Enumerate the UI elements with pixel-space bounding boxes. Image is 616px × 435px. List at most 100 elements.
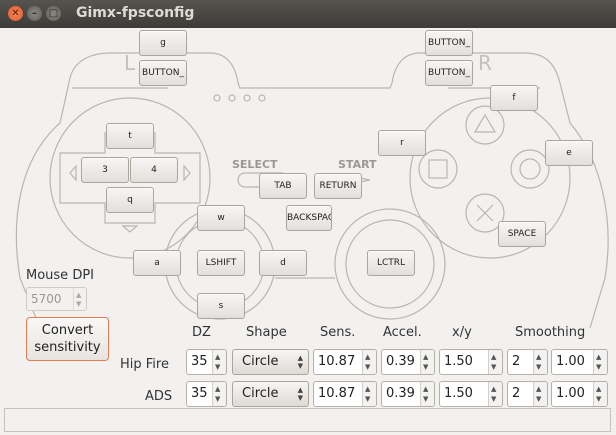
ads-accel-value: 0.39 [386,386,415,401]
hip-dz-arrows[interactable]: ▲▼ [212,350,226,374]
combo-arrows-icon: ▲▼ [297,354,303,370]
spin-down-icon[interactable]: ▼ [491,363,497,371]
spin-down-icon[interactable]: ▼ [596,363,602,371]
circle-button[interactable]: e [545,140,593,166]
ads-buffer-spinner[interactable]: 2 ▲▼ [507,381,548,407]
hip-xy-arrows[interactable]: ▲▼ [488,350,502,374]
ads-filter-value: 1.00 [556,386,585,401]
hip-filter-spinner[interactable]: 1.00 ▲▼ [551,349,608,375]
hip-sens-spinner[interactable]: 10.87 ▲▼ [313,349,377,375]
spin-up-icon[interactable]: ▲ [596,385,602,393]
left-stick-down-button[interactable]: s [197,293,245,319]
hip-buffer-arrows[interactable]: ▲▼ [533,350,547,374]
spin-down-icon[interactable]: ▼ [365,363,371,371]
hip-sens-value: 10.87 [318,354,356,369]
ads-accel-spinner[interactable]: 0.39 ▲▼ [381,381,435,407]
header-shape: Shape [246,325,287,340]
r-letter: R [478,51,492,75]
dpad-right-button[interactable]: 4 [130,157,178,183]
left-stick-left-button[interactable]: a [133,250,181,276]
hip-sens-arrows[interactable]: ▲▼ [362,350,376,374]
spin-up-icon[interactable]: ▲ [365,385,371,393]
hip-xy-spinner[interactable]: 1.50 ▲▼ [439,349,503,375]
cross-button[interactable]: SPACE [498,221,546,247]
l1-button[interactable]: BUTTON_ [139,60,187,86]
mouse-dpi-arrows[interactable]: ▲ ▼ [73,288,86,310]
left-stick-center-button[interactable]: LSHIFT [197,250,245,276]
start-button[interactable]: RETURN [314,173,362,199]
ads-accel-arrows[interactable]: ▲▼ [420,382,434,406]
r1-button[interactable]: BUTTON_ [425,60,473,86]
square-button[interactable]: r [378,130,426,156]
spin-up-icon[interactable]: ▲ [491,385,497,393]
ads-shape-combo[interactable]: Circle ▲▼ [232,381,309,407]
ads-dz-value: 35 [191,386,208,401]
mouse-dpi-spinner[interactable]: 5700 ▲ ▼ [26,287,87,311]
l2-button[interactable]: g [139,30,187,56]
spin-up-icon[interactable]: ▲ [365,353,371,361]
header-accel: Accel. [383,325,422,340]
ads-filter-arrows[interactable]: ▲▼ [593,382,607,406]
hip-dz-spinner[interactable]: 35 ▲▼ [186,349,227,375]
triangle-button[interactable]: f [490,85,538,111]
convert-line-2: sensitivity [34,340,101,355]
hip-shape-combo[interactable]: Circle ▲▼ [232,349,309,375]
left-stick-right-button[interactable]: d [259,250,307,276]
header-dz: DZ [192,325,211,340]
spin-down-icon[interactable]: ▼ [491,395,497,403]
spin-up-icon[interactable]: ▲ [536,385,542,393]
ads-buffer-arrows[interactable]: ▲▼ [533,382,547,406]
title-bar: ✕ – □ Gimx-fpsconfig [0,0,616,28]
spin-down-icon[interactable]: ▼ [365,395,371,403]
main-content: L R SELECT START g BUTTON_ BUTTON_ BUTTO… [0,28,616,435]
spin-up-icon[interactable]: ▲ [491,353,497,361]
spin-up-icon[interactable]: ▲ [423,385,429,393]
convert-sensitivity-button[interactable]: Convert sensitivity [26,317,109,361]
spin-down-icon[interactable]: ▼ [536,395,542,403]
minimize-icon[interactable]: – [27,6,42,21]
ads-dz-arrows[interactable]: ▲▼ [212,382,226,406]
spin-up-icon[interactable]: ▲ [215,353,221,361]
header-xy: x/y [452,325,472,340]
ads-sens-arrows[interactable]: ▲▼ [362,382,376,406]
ads-dz-spinner[interactable]: 35 ▲▼ [186,381,227,407]
spin-up-icon[interactable]: ▲ [596,353,602,361]
combo-arrows-icon: ▲▼ [297,386,303,402]
maximize-icon[interactable]: □ [46,6,61,21]
spin-up-icon[interactable]: ▲ [76,291,82,299]
ads-buffer-value: 2 [512,386,521,401]
spin-down-icon[interactable]: ▼ [215,363,221,371]
hip-buffer-spinner[interactable]: 2 ▲▼ [507,349,548,375]
ads-sens-spinner[interactable]: 10.87 ▲▼ [313,381,377,407]
spin-down-icon[interactable]: ▼ [596,395,602,403]
dpad-up-button[interactable]: t [106,123,154,149]
ads-xy-arrows[interactable]: ▲▼ [488,382,502,406]
left-stick-up-button[interactable]: w [197,205,245,231]
spin-up-icon[interactable]: ▲ [215,385,221,393]
hip-accel-arrows[interactable]: ▲▼ [420,350,434,374]
hip-fire-label: Hip Fire [120,357,169,372]
ads-xy-value: 1.50 [444,386,473,401]
hip-dz-value: 35 [191,354,208,369]
spin-up-icon[interactable]: ▲ [536,353,542,361]
spin-up-icon[interactable]: ▲ [423,353,429,361]
select-button[interactable]: TAB [259,173,307,199]
close-icon[interactable]: ✕ [8,6,23,21]
select-label: SELECT [232,158,278,171]
header-smoothing: Smoothing [515,325,586,340]
spin-down-icon[interactable]: ▼ [76,300,82,308]
right-stick-center-button[interactable]: LCTRL [367,250,415,276]
hip-filter-arrows[interactable]: ▲▼ [593,350,607,374]
spin-down-icon[interactable]: ▼ [423,395,429,403]
spin-down-icon[interactable]: ▼ [423,363,429,371]
r2-button[interactable]: BUTTON_ [425,30,473,56]
dpad-down-button[interactable]: q [106,187,154,213]
hip-accel-value: 0.39 [386,354,415,369]
ps-button[interactable]: BACKSPACE [286,205,332,231]
dpad-left-button[interactable]: 3 [81,157,129,183]
ads-filter-spinner[interactable]: 1.00 ▲▼ [551,381,608,407]
spin-down-icon[interactable]: ▼ [215,395,221,403]
ads-xy-spinner[interactable]: 1.50 ▲▼ [439,381,503,407]
spin-down-icon[interactable]: ▼ [536,363,542,371]
hip-accel-spinner[interactable]: 0.39 ▲▼ [381,349,435,375]
